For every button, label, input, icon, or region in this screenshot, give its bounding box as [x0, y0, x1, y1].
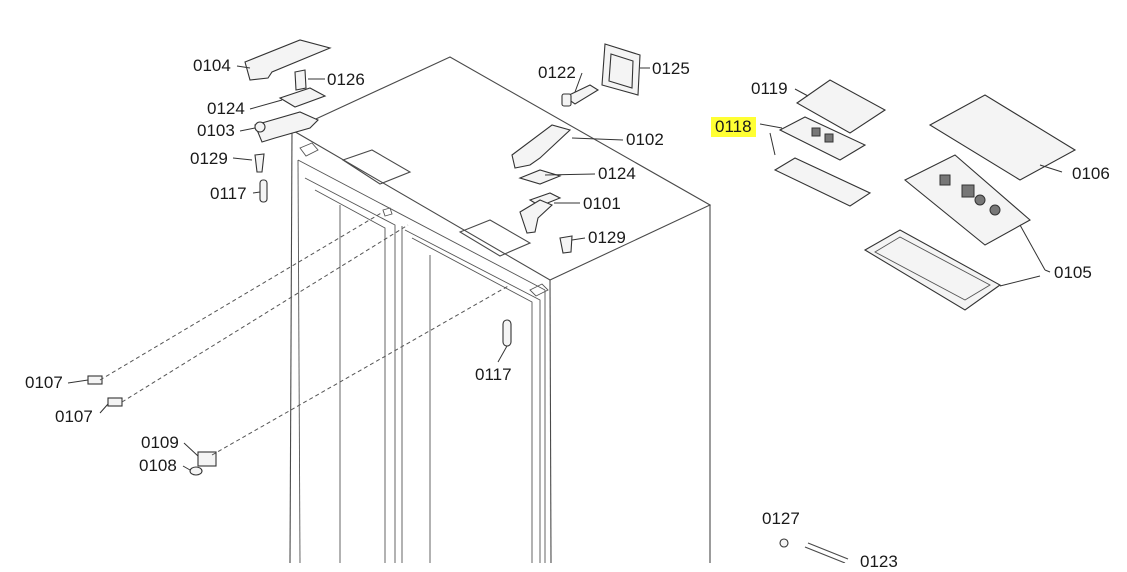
refrigerator-cabinet	[289, 56, 712, 564]
label-0101: 0101	[583, 194, 621, 213]
bottom-right-parts	[779, 538, 849, 564]
label-0107-upper: 0107	[25, 373, 63, 392]
label-0108: 0108	[139, 456, 177, 475]
label-0118-highlighted: 0118	[711, 117, 756, 137]
label-0102: 0102	[626, 130, 664, 149]
label-0124-left: 0124	[207, 99, 245, 118]
label-0107-lower: 0107	[55, 407, 93, 426]
top-center-parts	[502, 43, 641, 347]
dashed-connection-lines	[99, 211, 511, 456]
label-0119: 0119	[751, 79, 788, 98]
label-0129-left: 0129	[190, 149, 228, 168]
label-0117-left: 0117	[210, 184, 247, 203]
label-0122: 0122	[538, 63, 576, 82]
label-0123: 0123	[860, 552, 898, 571]
left-switch-parts	[87, 375, 217, 476]
label-0106: 0106	[1072, 164, 1110, 183]
label-0109: 0109	[141, 433, 179, 452]
label-0104: 0104	[193, 56, 231, 75]
control-board-parts	[773, 79, 1077, 311]
label-0117-center: 0117	[475, 365, 512, 384]
label-0125: 0125	[652, 59, 690, 78]
top-left-hinge-parts	[244, 39, 332, 203]
label-0124-center: 0124	[598, 164, 636, 183]
label-0127: 0127	[762, 509, 800, 528]
label-0105: 0105	[1054, 263, 1092, 282]
leader-lines	[67, 65, 1063, 471]
label-0103: 0103	[197, 121, 235, 140]
label-0126: 0126	[327, 70, 365, 89]
label-0129-center: 0129	[588, 228, 626, 247]
